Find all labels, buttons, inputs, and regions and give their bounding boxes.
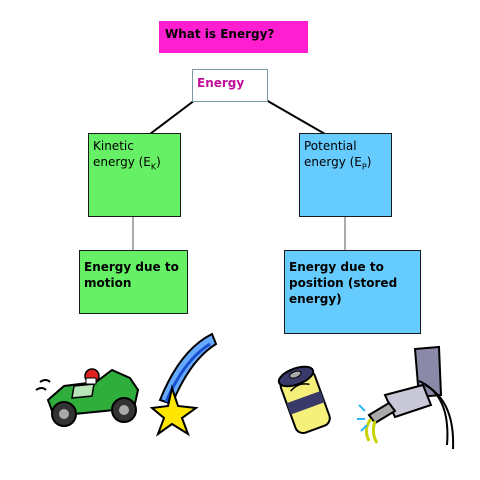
motion-node: Energy due to motion (79, 250, 188, 314)
title-text: What is Energy? (165, 27, 275, 41)
position-line2: position (stored (289, 276, 398, 290)
motion-line2: motion (84, 276, 132, 290)
kinetic-close: ) (156, 155, 161, 169)
potential-line2-text: energy (E (304, 155, 362, 169)
potential-line2: energy (EP) (304, 154, 391, 175)
position-line1: Energy due to (289, 260, 384, 274)
potential-line1: Potential (304, 139, 357, 153)
potential-subscript: P (361, 162, 367, 172)
kinetic-subscript: K (150, 162, 157, 172)
energy-root-label: Energy (197, 76, 245, 90)
connector-root-kinetic (149, 99, 196, 135)
potential-close: ) (366, 155, 372, 169)
kinetic-line2-text: energy (E (93, 155, 151, 169)
position-node: Energy due to position (stored energy) (284, 250, 421, 334)
position-line3: energy) (289, 292, 342, 306)
potential-energy-node: Potential energy (EP) (299, 133, 392, 217)
motion-line1: Energy due to (84, 260, 179, 274)
shooting-star-clipart (150, 332, 218, 437)
kinetic-line1: Kinetic (93, 139, 134, 153)
race-car-clipart (35, 368, 140, 427)
kinetic-line2: energy (EK) (93, 154, 180, 175)
energy-root-node: Energy (192, 69, 268, 102)
fuel-nozzle-clipart (357, 345, 455, 450)
page-title: What is Energy? (159, 21, 308, 53)
kinetic-energy-node: Kinetic energy (EK) (88, 133, 181, 217)
connector-root-potential (265, 99, 326, 135)
battery-clipart (277, 365, 331, 434)
